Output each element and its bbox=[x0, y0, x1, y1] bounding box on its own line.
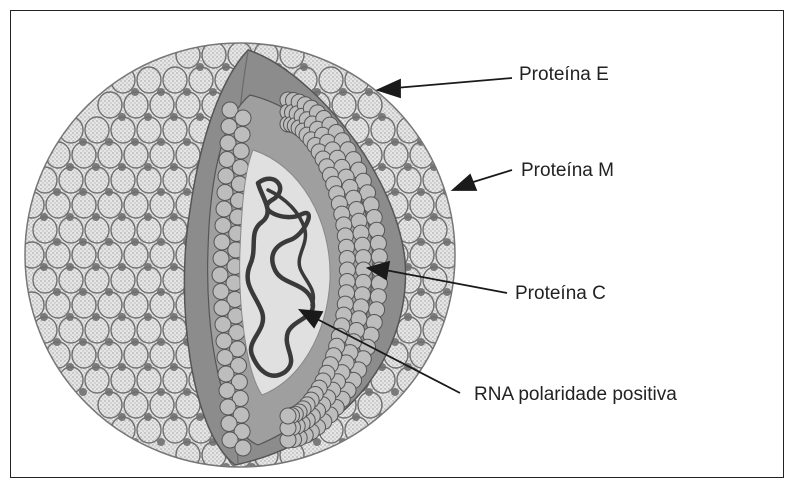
label-rna: RNA polaridade positiva bbox=[474, 384, 677, 406]
label-protein-c: Proteína C bbox=[515, 283, 606, 305]
label-protein-e: Proteína E bbox=[519, 64, 609, 86]
label-protein-m: Proteína M bbox=[521, 160, 614, 182]
